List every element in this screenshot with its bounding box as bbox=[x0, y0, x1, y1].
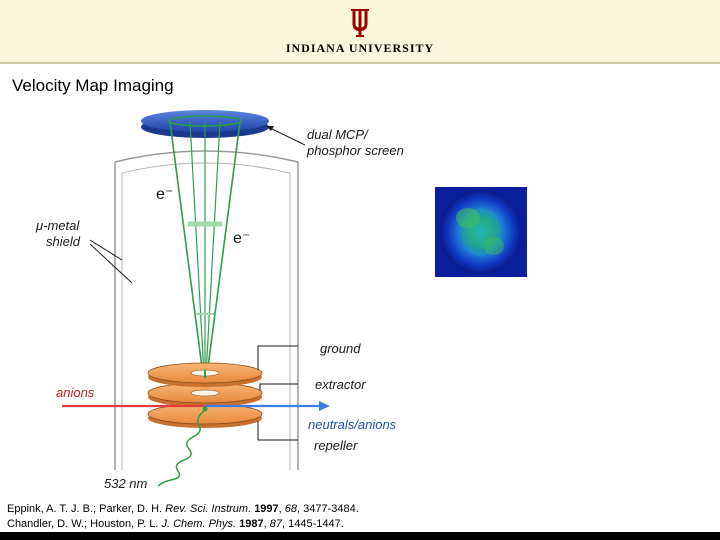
ground-label: ground bbox=[320, 341, 361, 356]
electron-label: e⁻ bbox=[156, 186, 174, 203]
university-name: INDIANA UNIVERSITY bbox=[285, 41, 435, 55]
header-banner: INDIANA UNIVERSITY bbox=[0, 0, 720, 64]
detector-image bbox=[435, 187, 527, 277]
reference-2: Chandler, D. W.; Houston, P. L. J. Chem.… bbox=[7, 518, 344, 530]
repeller-label: repeller bbox=[314, 438, 358, 453]
slide-title: Velocity Map Imaging bbox=[12, 76, 174, 95]
neutrals-label: neutrals/anions bbox=[308, 417, 397, 432]
shield-label-line1: μ-metal bbox=[36, 218, 80, 233]
mcp-label-line1: dual MCP/ bbox=[307, 127, 368, 142]
electron-label-2: e⁻ bbox=[233, 230, 251, 247]
laser-beam bbox=[157, 409, 206, 487]
footer-bar bbox=[0, 532, 720, 540]
anions-label: anions bbox=[56, 385, 95, 400]
iu-trident-logo bbox=[351, 9, 369, 37]
laser-label: 532 nm bbox=[104, 476, 148, 491]
electron-beam bbox=[169, 121, 241, 376]
mcp-label-line2: phosphor screen bbox=[307, 143, 404, 158]
interaction-point bbox=[202, 406, 208, 412]
repeller-plate bbox=[147, 403, 263, 428]
ground-plate bbox=[147, 362, 263, 387]
mu-metal-shield bbox=[114, 150, 299, 470]
extractor-plate bbox=[147, 382, 263, 407]
label-pointers bbox=[89, 126, 306, 441]
shield-label-line2: shield bbox=[46, 234, 80, 249]
reference-1: Eppink, A. T. J. B.; Parker, D. H. Rev. … bbox=[7, 503, 359, 515]
ion-beam bbox=[62, 401, 330, 411]
extractor-label: extractor bbox=[315, 377, 366, 392]
